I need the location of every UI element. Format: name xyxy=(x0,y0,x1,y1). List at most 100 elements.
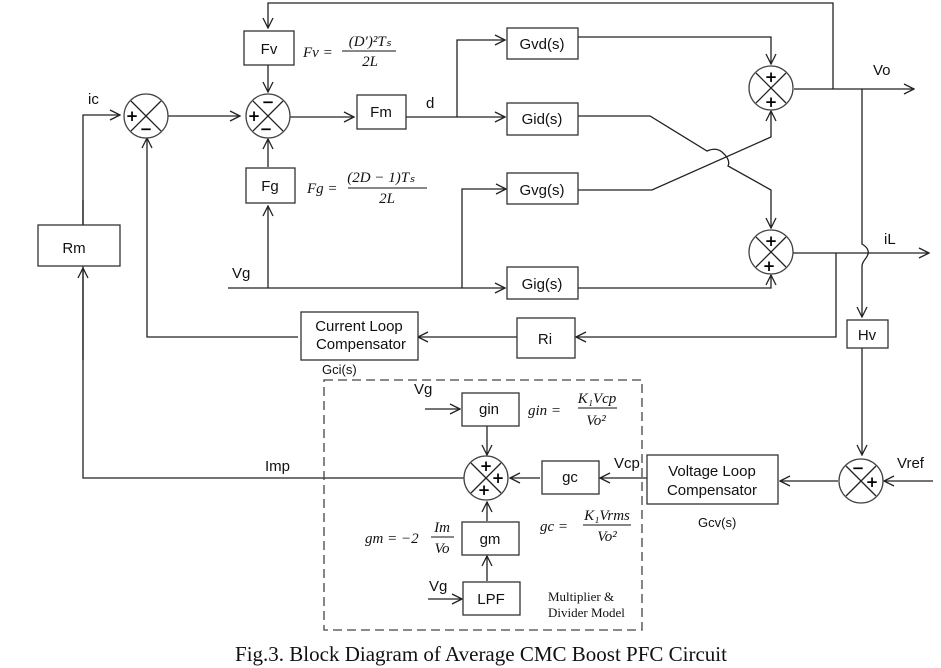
block-gvd[interactable]: Gvd(s) xyxy=(506,27,579,60)
block-lpf[interactable]: LPF xyxy=(462,581,521,616)
sign-bottom: + xyxy=(763,257,776,275)
signal-vg-gin-label: Vg xyxy=(414,381,432,398)
sign-right: + xyxy=(866,473,879,491)
sum-fm: − + − xyxy=(245,93,291,139)
eq-lhs: gm = −2 xyxy=(365,531,419,547)
wire-gvg-to-sum-vo xyxy=(578,111,771,191)
block-gvg[interactable]: Gvg(s) xyxy=(506,172,579,205)
block-rm[interactable]: Rm xyxy=(37,224,121,267)
block-fv[interactable]: Fv xyxy=(243,30,295,66)
block-gm[interactable]: gm xyxy=(461,521,520,556)
wire-vo-to-hv xyxy=(862,89,869,317)
sign-right: + xyxy=(492,469,505,487)
block-fv-label: Fv xyxy=(261,41,278,58)
multiplier-label-1: Multiplier & xyxy=(548,589,614,604)
eq-num: (2D − 1)Tₛ xyxy=(347,170,415,186)
sign-top: − xyxy=(262,93,275,111)
eq-den: 2L xyxy=(362,54,378,70)
eq-lhs: Fv = xyxy=(302,45,333,61)
sum-vref: − + xyxy=(838,458,884,504)
sum-il: + + xyxy=(748,229,794,275)
figure-caption: Fig.3. Block Diagram of Average CMC Boos… xyxy=(235,642,727,666)
eq-lhs: gc = xyxy=(540,519,568,535)
wires xyxy=(83,2,933,599)
block-gvg-label: Gvg(s) xyxy=(520,182,565,199)
block-ri[interactable]: Ri xyxy=(516,317,576,359)
wire-vo-feedback-top xyxy=(268,2,834,89)
eq-num: K₁Vcp xyxy=(577,391,617,407)
sign-left: + xyxy=(248,107,261,125)
block-ri-label: Ri xyxy=(538,331,552,348)
gci-annotation: Gci(s) xyxy=(322,362,357,377)
signal-ic-label: ic xyxy=(88,91,99,108)
sign-top: − xyxy=(852,459,865,477)
block-rm-label: Rm xyxy=(62,240,85,257)
eq-den: Vo² xyxy=(586,413,606,429)
wire-d-to-gvd xyxy=(456,40,505,117)
signal-vg-label: Vg xyxy=(232,265,250,282)
multiplier-divider-boundary xyxy=(323,379,643,631)
block-gin-label: gin xyxy=(479,401,499,418)
eq-lhs: Fg = xyxy=(306,181,338,197)
signal-il-label: iL xyxy=(884,231,896,248)
sign-top: + xyxy=(765,232,778,250)
block-lpf-label: LPF xyxy=(477,591,505,608)
block-voltage-loop-compensator[interactable]: Voltage Loop Compensator xyxy=(646,454,779,505)
gcv-annotation: Gcv(s) xyxy=(698,515,736,530)
signal-vg-lpf-label: Vg xyxy=(429,578,447,595)
eq-den: 2L xyxy=(379,191,395,207)
block-fm[interactable]: Fm xyxy=(356,94,407,130)
equation-gin: gin = K₁Vcp Vo² xyxy=(528,391,617,429)
block-fg-label: Fg xyxy=(261,178,279,195)
wire-gid-to-sum-il xyxy=(578,115,771,228)
signal-vcp-label: Vcp xyxy=(614,455,640,472)
block-gig[interactable]: Gig(s) xyxy=(506,266,579,300)
block-hv[interactable]: Hv xyxy=(846,319,889,349)
sign-left: + xyxy=(126,107,139,125)
block-gid-label: Gid(s) xyxy=(522,111,563,128)
eq-lhs: gin = xyxy=(528,403,561,419)
signal-vref-label: Vref xyxy=(897,455,925,472)
multiplier-label-2: Divider Model xyxy=(548,605,625,620)
eq-den: Vo² xyxy=(597,529,617,545)
equation-gc: gc = K₁Vrms Vo² xyxy=(540,508,631,545)
block-gvd-label: Gvd(s) xyxy=(520,36,565,53)
sign-top: + xyxy=(480,457,493,475)
wire-gvd-to-sum xyxy=(578,36,771,64)
equation-gm: gm = −2 Im Vo xyxy=(365,520,454,557)
block-gm-label: gm xyxy=(480,531,501,548)
current-comp-label-2: Compensator xyxy=(316,336,406,353)
sum-ic: + − xyxy=(123,93,169,139)
signal-vo-label: Vo xyxy=(873,62,891,79)
block-fg[interactable]: Fg xyxy=(245,167,296,204)
eq-num: K₁Vrms xyxy=(583,508,630,524)
block-gig-label: Gig(s) xyxy=(522,276,563,293)
wire-imp-to-rm xyxy=(83,268,464,479)
voltage-comp-label-1: Voltage Loop xyxy=(668,463,756,480)
wire-il-to-ri xyxy=(576,253,837,337)
block-gin[interactable]: gin xyxy=(461,392,520,427)
eq-den: Vo xyxy=(435,541,451,557)
signal-d-label: d xyxy=(426,95,434,112)
block-gc-label: gc xyxy=(562,469,578,486)
equation-fg: Fg = (2D − 1)Tₛ 2L xyxy=(306,170,427,207)
block-gc[interactable]: gc xyxy=(541,460,600,495)
wire-vg-to-gvg xyxy=(461,189,506,288)
voltage-comp-label-2: Compensator xyxy=(667,482,757,499)
block-current-loop-compensator[interactable]: Current Loop Compensator xyxy=(300,311,419,361)
block-gid[interactable]: Gid(s) xyxy=(506,102,579,136)
sum-imp: + + + xyxy=(463,455,509,501)
eq-num: (D′)²Tₛ xyxy=(349,34,392,50)
block-fm-label: Fm xyxy=(370,104,392,121)
signal-imp-label: Imp xyxy=(265,458,290,475)
block-hv-label: Hv xyxy=(858,327,877,344)
equation-fv: Fv = (D′)²Tₛ 2L xyxy=(302,34,396,70)
sign-bottom: + xyxy=(765,93,778,111)
wire-gig-to-sum-il xyxy=(578,275,771,289)
sign-bottom: − xyxy=(140,120,153,138)
sign-bottom: − xyxy=(260,120,273,138)
eq-num: Im xyxy=(433,520,450,536)
current-comp-label-1: Current Loop xyxy=(315,318,403,335)
sum-vo: + + xyxy=(748,65,794,111)
